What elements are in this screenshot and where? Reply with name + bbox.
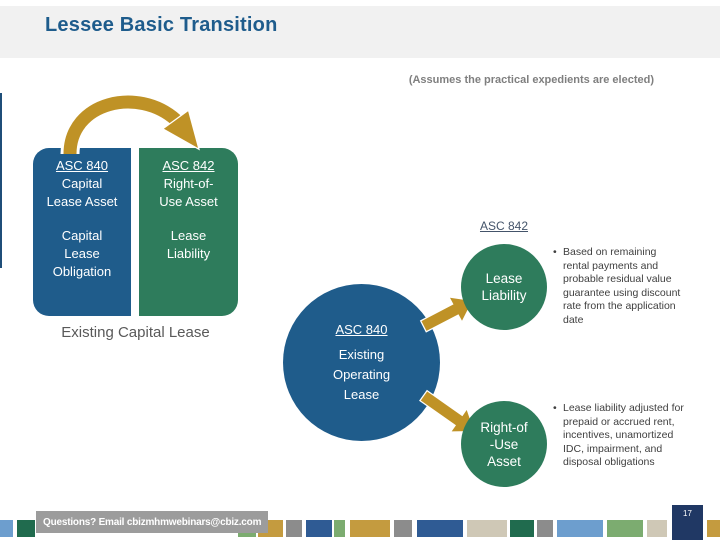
rou-circle-line: -Use [489, 436, 519, 452]
asc842-section-label: ASC 842 [479, 219, 529, 233]
rou-circle-line: Right-of [480, 419, 528, 435]
rou-circle-line: Asset [487, 453, 521, 469]
footer-color-chip [467, 520, 507, 537]
footer-color-chip [510, 520, 534, 537]
page-number: 17 [683, 509, 692, 518]
arrow-up-right-icon [419, 296, 474, 333]
asc840-box-line: Capital [61, 228, 103, 243]
asc842-box-bottom-group: Lease Liability [139, 227, 238, 263]
footer-color-chip [417, 520, 463, 537]
footer-color-chip [537, 520, 553, 537]
footer-color-chip [17, 520, 35, 537]
footer-color-chip [286, 520, 302, 537]
left-accent-line [0, 93, 2, 268]
right-of-use-asset-circle: Right-of -Use Asset [461, 401, 547, 487]
asc840-box-line: Lease [64, 246, 100, 261]
lease-liability-bullet: Based on remaining rental payments and p… [553, 246, 685, 328]
asc840-box-line: Lease Asset [46, 194, 118, 209]
liability-circle-line: Liability [481, 288, 527, 303]
asc842-box: ASC 842 Right-of- Use Asset Lease Liabil… [139, 148, 238, 316]
existing-capital-lease-label: Existing Capital Lease [61, 324, 210, 341]
asc840-box-heading: ASC 840 [55, 158, 109, 173]
center-circle-line: Operating [332, 367, 391, 382]
center-circle-heading: ASC 840 [335, 322, 388, 337]
footer-question-text: Questions? Email cbizmhmwebinars@cbiz.co… [43, 516, 262, 528]
asc840-box-top-group: ASC 840 Capital Lease Asset [33, 157, 131, 211]
asc842-box-line: Lease [170, 228, 207, 243]
asc842-box-line: Right-of- [163, 176, 214, 191]
header-band [0, 6, 720, 58]
asc842-box-line: Liability [166, 246, 211, 261]
page-title: Lessee Basic Transition [45, 14, 278, 36]
asc840-box-line: Capital [61, 176, 103, 191]
footer-color-chip [350, 520, 390, 537]
footer-question-bar: Questions? Email cbizmhmwebinars@cbiz.co… [36, 511, 269, 533]
slide-subtitle: (Assumes the practical expedients are el… [408, 74, 654, 86]
footer-color-chip [707, 520, 720, 537]
asc840-operating-lease-circle: ASC 840 Existing Operating Lease [283, 284, 440, 441]
center-circle-line: Lease [343, 387, 380, 402]
asc842-box-line: Use Asset [159, 194, 218, 209]
footer-color-chip [647, 520, 667, 537]
bullet-text: Based on remaining rental payments and p… [553, 246, 685, 328]
asc842-box-top-group: ASC 842 Right-of- Use Asset [139, 157, 238, 211]
footer-color-chip [334, 520, 345, 537]
liability-circle-line: Lease [485, 271, 523, 286]
asc842-box-heading: ASC 842 [162, 158, 215, 173]
footer-color-chip [607, 520, 643, 537]
page-number-box: 17 [672, 505, 703, 540]
curved-transition-arrow-icon [60, 92, 200, 155]
footer-color-chip [306, 520, 332, 537]
asc840-box-line: Obligation [52, 264, 112, 279]
bullet-text: Lease liability adjusted for prepaid or … [553, 402, 685, 470]
footer-color-chip [394, 520, 412, 537]
rou-asset-bullet: Lease liability adjusted for prepaid or … [553, 402, 685, 470]
footer-color-chip [557, 520, 603, 537]
asc840-box: ASC 840 Capital Lease Asset Capital Leas… [33, 148, 131, 316]
asc840-box-bottom-group: Capital Lease Obligation [33, 227, 131, 281]
footer-color-chip [0, 520, 13, 537]
center-circle-line: Existing [338, 347, 385, 362]
lease-liability-circle: Lease Liability [461, 244, 547, 330]
